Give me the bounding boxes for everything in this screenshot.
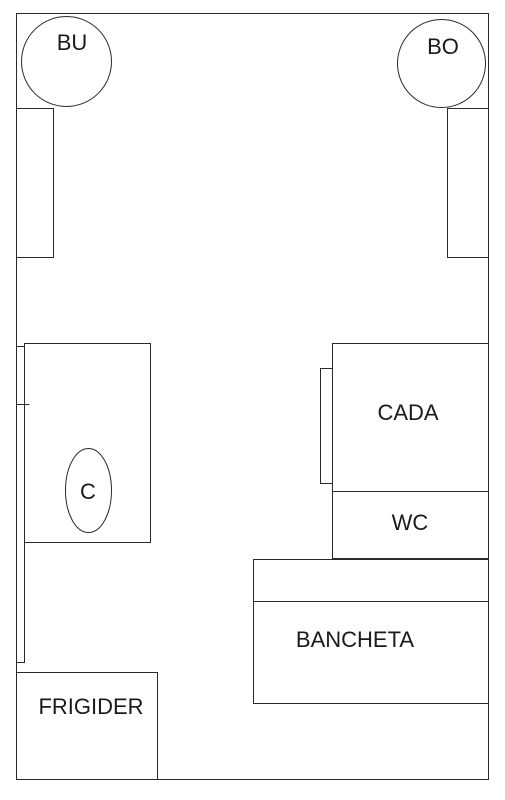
- c-rectangle: [24, 343, 151, 543]
- cada-label: CADA: [377, 400, 438, 425]
- wc-block: [332, 491, 489, 559]
- cada-side-panel: [320, 368, 333, 484]
- bo-label: BO: [427, 34, 459, 59]
- bancheta-block: [253, 559, 489, 704]
- left-top-panel: [16, 108, 54, 258]
- bancheta-label: BANCHETA: [296, 627, 414, 652]
- frigider-label: FRIGIDER: [38, 694, 143, 719]
- wc-label: WC: [392, 510, 429, 535]
- bu-label: BU: [57, 30, 88, 55]
- frigider-block: [16, 672, 158, 780]
- right-top-panel: [447, 108, 489, 258]
- bu-circle: [21, 16, 112, 107]
- c-oval: [65, 448, 112, 533]
- left-wall-panel: [16, 346, 25, 663]
- c-label: C: [80, 479, 96, 504]
- room-outline: [16, 13, 489, 780]
- bo-circle: [397, 19, 486, 108]
